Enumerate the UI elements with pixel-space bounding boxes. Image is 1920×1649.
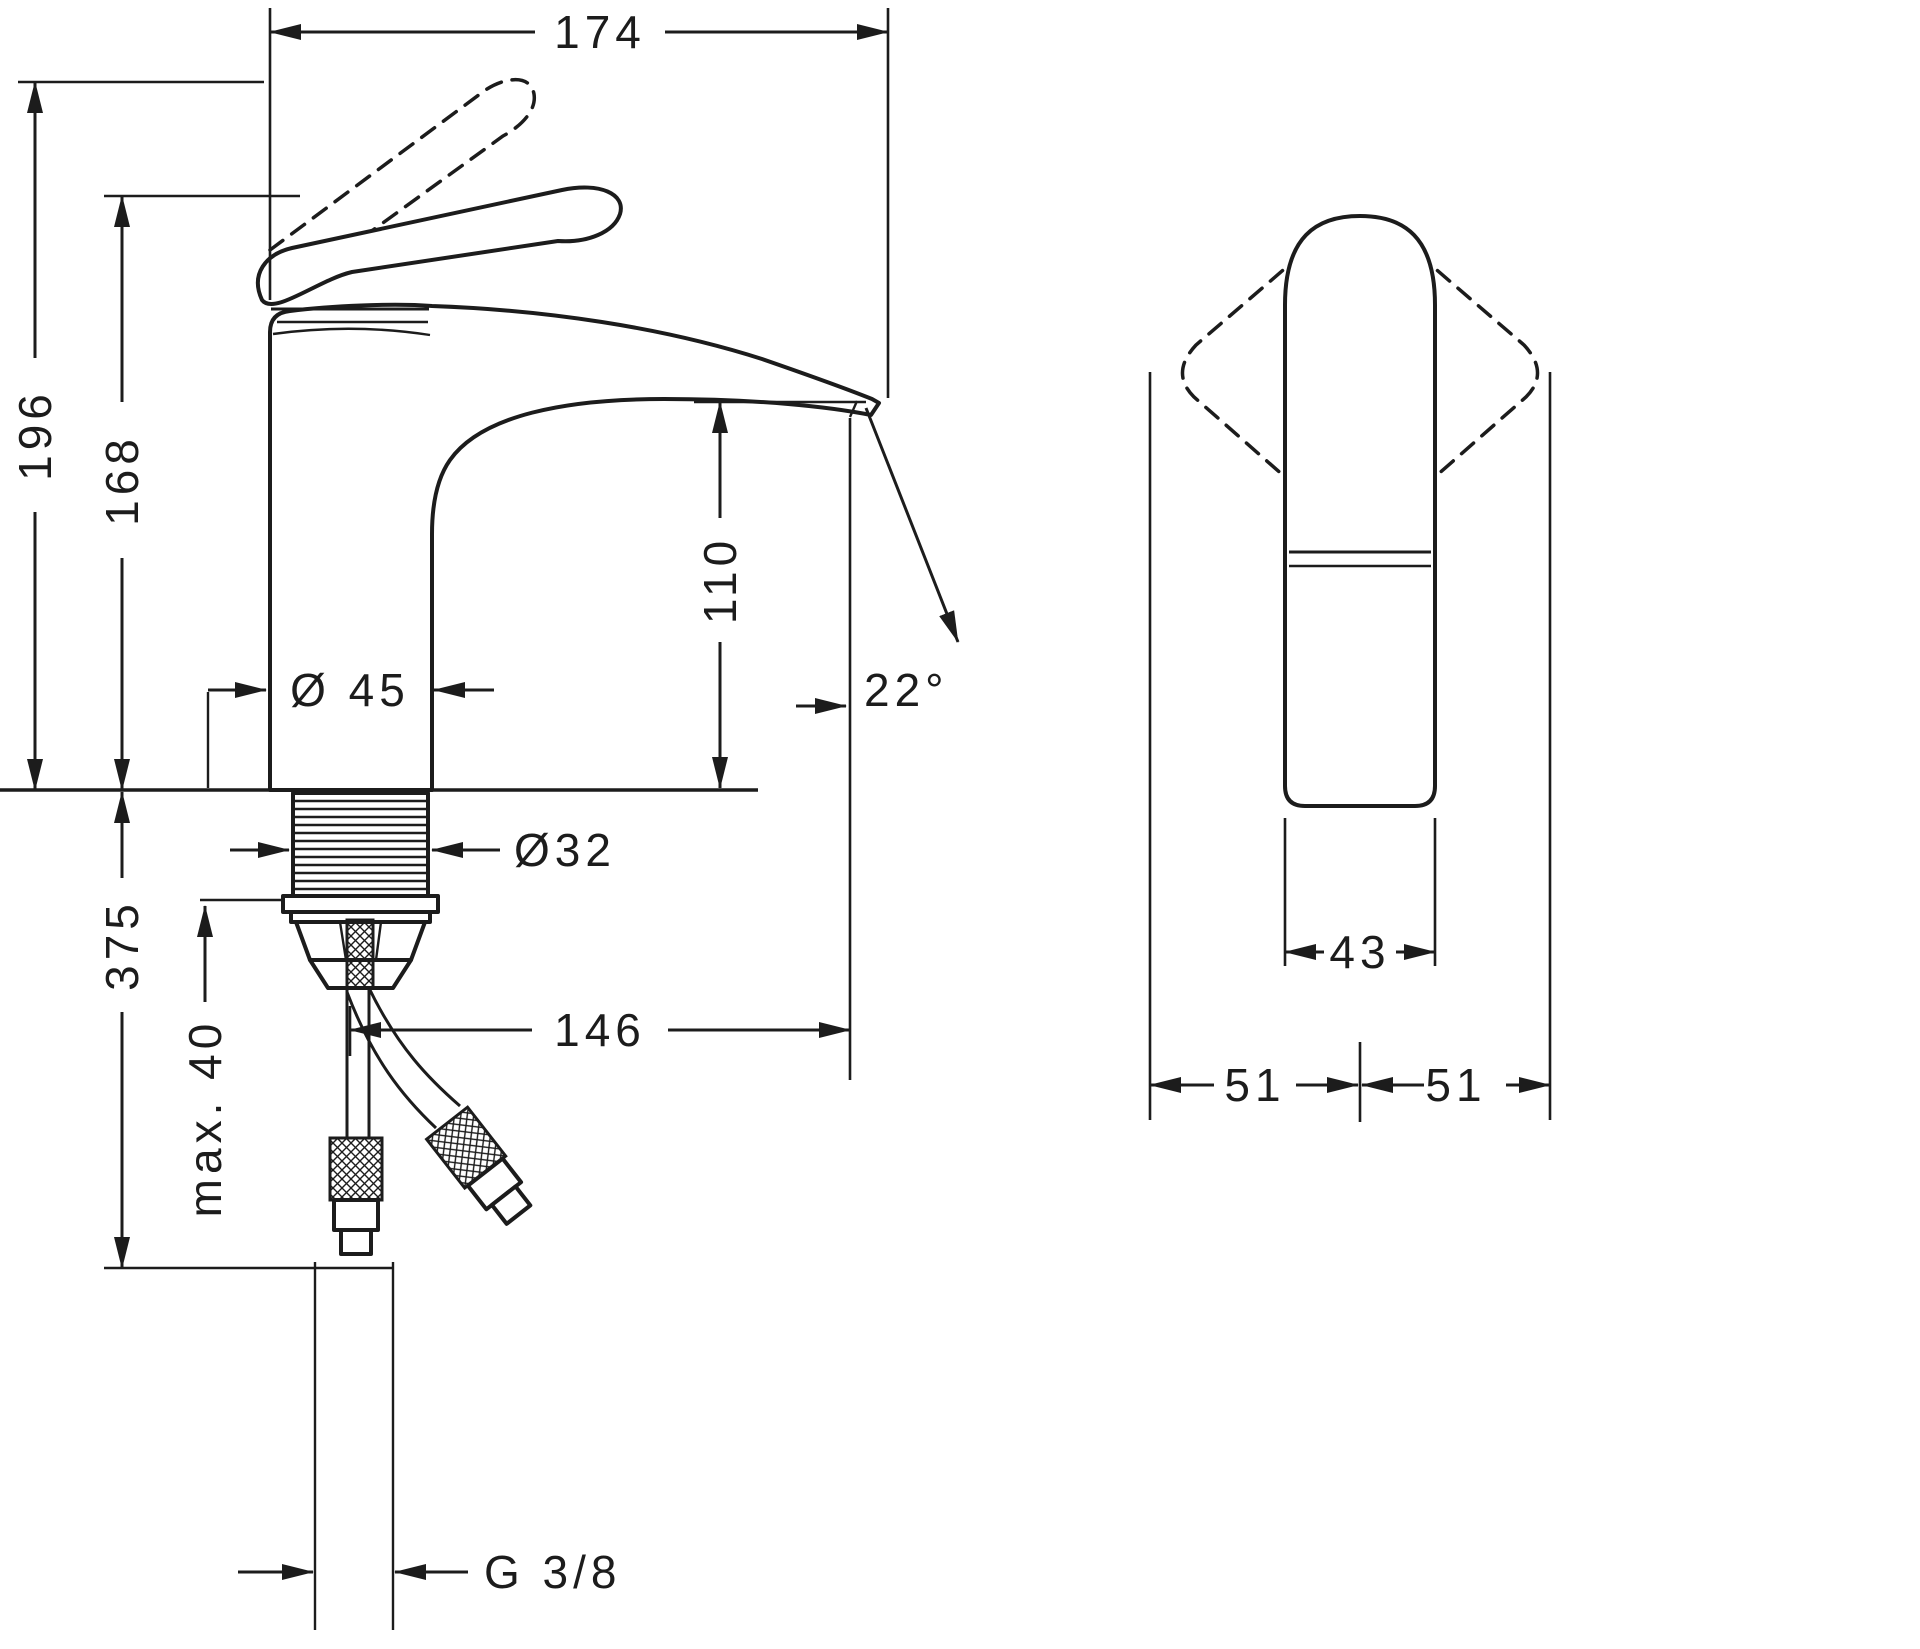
hose-angled (345, 987, 461, 1130)
handle-dashed-position (268, 77, 536, 274)
dim-spout-angle: 22° (796, 407, 960, 716)
lever-handle (255, 185, 623, 324)
dim-max-mounting-thickness: max. 40 (179, 898, 283, 1218)
dim-spout-reach: 146 (348, 418, 852, 1080)
dim-spout-height: 110 (694, 400, 866, 789)
front-view: 43 51 51 (1148, 214, 1552, 1122)
dim-hose-connection: G 3/8 (238, 1546, 622, 1598)
handle-swivel-dashed-left (1180, 251, 1305, 493)
dim-label-max40: max. 40 (179, 1019, 231, 1218)
dim-label-22deg: 22° (864, 664, 949, 716)
dim-total-height: 196 (9, 80, 264, 791)
threaded-shank (291, 791, 430, 898)
dim-label-51-right: 51 (1425, 1059, 1486, 1111)
dim-front-body-width: 43 (1284, 926, 1436, 978)
dim-label-168: 168 (96, 434, 148, 526)
dim-label-146: 146 (554, 1004, 646, 1056)
dim-label-174: 174 (554, 6, 646, 58)
hose-connector-right (424, 1105, 533, 1226)
side-view: 174 196 168 110 Ø 45 (0, 6, 960, 1630)
connector-extent-lines (313, 1262, 395, 1630)
handle-swivel-dashed-right (1415, 251, 1540, 493)
hose-straight (345, 988, 371, 1138)
dim-installation-depth: 375 (96, 791, 392, 1270)
supply-hoses (313, 987, 533, 1630)
mounting-hardware (281, 894, 440, 990)
dim-label-43: 43 (1329, 926, 1390, 978)
front-extension-lines (1148, 372, 1552, 1122)
dim-label-d32: Ø32 (514, 824, 616, 876)
fixing-bolt (345, 918, 375, 990)
aerator-line (848, 400, 859, 418)
dim-label-375: 375 (96, 899, 148, 991)
dim-label-d45: Ø 45 (290, 664, 410, 716)
dim-shank-diameter: Ø32 (230, 824, 616, 876)
dim-label-g38: G 3/8 (484, 1546, 622, 1598)
dim-label-196: 196 (9, 389, 61, 481)
faucet-body-spout (268, 302, 881, 792)
hose-connector-left (328, 1136, 384, 1256)
spout-root-line (272, 327, 431, 337)
dim-left-clearance: 51 (1149, 1059, 1359, 1111)
dim-label-51-left: 51 (1224, 1059, 1285, 1111)
faucet-front-outline (1283, 214, 1437, 808)
dim-handle-height: 168 (96, 194, 300, 791)
dim-right-clearance: 51 (1361, 1059, 1551, 1111)
dim-label-110: 110 (694, 536, 746, 624)
dim-overall-width: 174 (268, 6, 890, 398)
dim-body-diameter: Ø 45 (206, 664, 494, 788)
